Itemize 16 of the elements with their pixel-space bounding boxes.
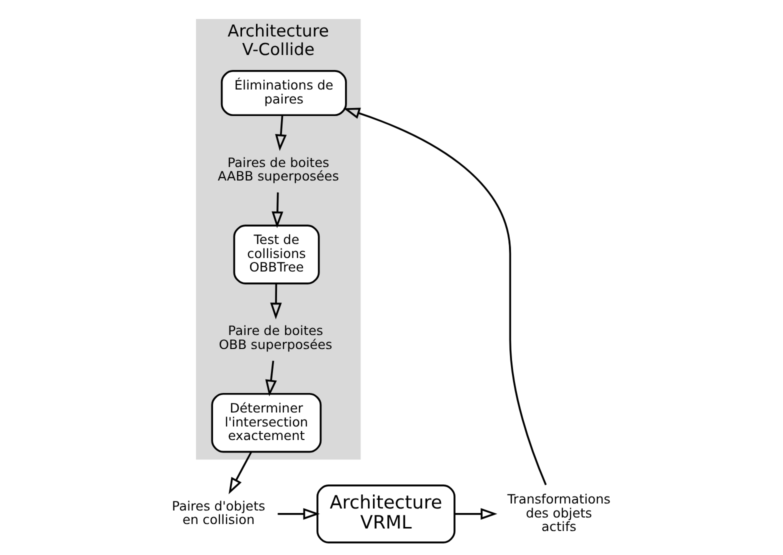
arrow [343, 108, 547, 486]
node-text: Paires d'objets en collision [172, 499, 266, 528]
node-text: Paire de boites OBB superposées [218, 324, 332, 353]
arrow [272, 192, 284, 228]
arrow [454, 508, 498, 520]
node-box: Test de collisions OBBTree [233, 224, 320, 284]
node-box: Éliminations de paires [220, 70, 347, 116]
node-box: Architecture VRML [316, 484, 456, 544]
node-text: Transformations des objets actifs [507, 492, 611, 536]
arrow [265, 360, 277, 396]
node-text: Paires de boites AABB superposées [218, 156, 339, 185]
arrow [228, 452, 252, 494]
node-box: Déterminer l'intersection exactement [211, 392, 322, 453]
arrow [275, 115, 287, 151]
arrow [278, 508, 320, 520]
arrow [270, 284, 282, 320]
